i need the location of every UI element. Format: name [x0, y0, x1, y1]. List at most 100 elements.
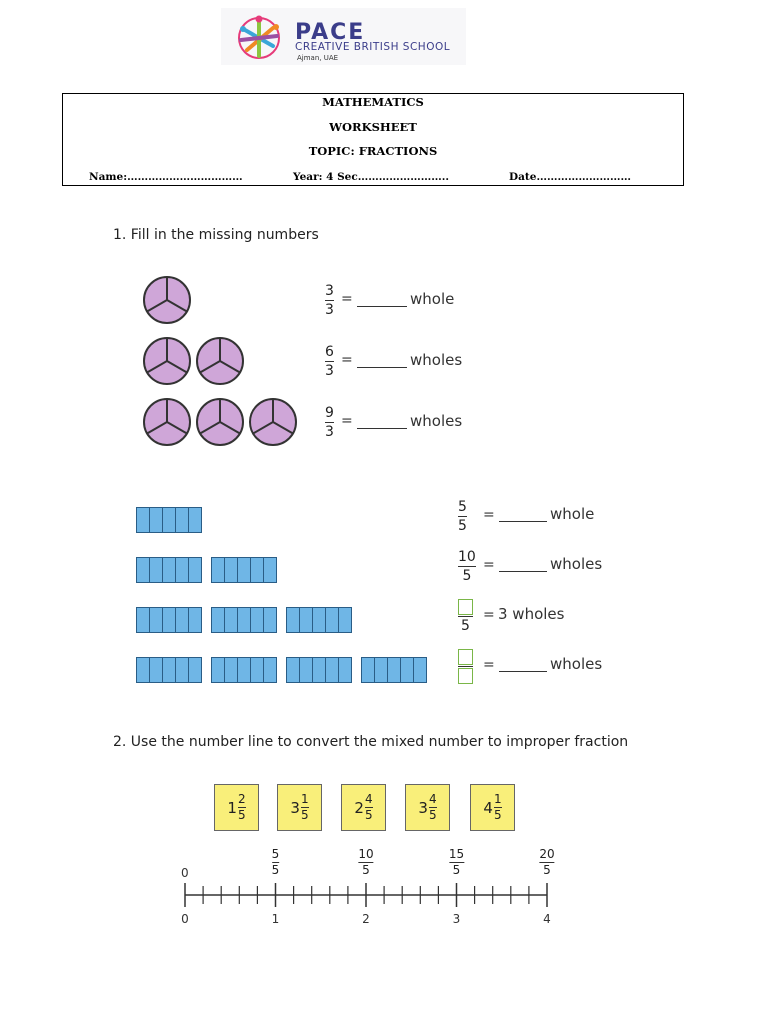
fifths-strip — [211, 557, 277, 583]
top-zero-label: 0 — [181, 866, 189, 880]
whole-part: 4 — [483, 798, 493, 817]
worksheet-header: MATHEMATICS WORKSHEET TOPIC: FRACTIONS N… — [62, 93, 684, 186]
bottom-tick-label: 1 — [271, 912, 280, 926]
numerator: 6 — [325, 344, 334, 360]
numerator: 20 — [539, 847, 555, 861]
number-line — [184, 883, 548, 907]
answer-blank[interactable] — [499, 671, 547, 672]
equals-sign: = — [483, 507, 495, 523]
whole-part: 3 — [418, 798, 428, 817]
question-2-prompt: 2. Use the number line to convert the mi… — [113, 734, 629, 750]
fraction-bar — [458, 616, 473, 617]
whole-part: 2 — [354, 798, 364, 817]
numerator: 5 — [271, 847, 280, 861]
denominator: 5 — [300, 808, 309, 822]
fifths-strip — [286, 607, 352, 633]
fifths-strip — [361, 657, 427, 683]
fifths-strip — [136, 607, 202, 633]
thirds-circle — [143, 398, 191, 446]
numerator: 15 — [448, 847, 465, 861]
denominator: 5 — [452, 863, 461, 877]
denominator: 5 — [493, 808, 502, 822]
fifths-strip — [286, 657, 352, 683]
unit-word: wholes — [410, 412, 463, 430]
numerator: 3 — [325, 283, 334, 299]
fraction-bar — [448, 862, 465, 863]
fraction-bar — [325, 361, 334, 362]
thirds-circle — [143, 276, 191, 324]
unit-word: whole — [410, 290, 455, 308]
fraction-bar — [458, 566, 476, 567]
numerator: 5 — [458, 499, 467, 515]
thirds-circle — [249, 398, 297, 446]
fraction-bar — [493, 807, 502, 808]
bottom-tick-label: 0 — [181, 912, 189, 926]
unit-word: wholes — [550, 655, 603, 673]
answer-box[interactable] — [458, 649, 473, 665]
answer-blank[interactable] — [357, 428, 407, 429]
denominator: 5 — [237, 808, 246, 822]
equals-sign: = — [483, 657, 495, 673]
name-field: Name:…………………………… — [89, 171, 243, 183]
fraction-bar — [358, 862, 374, 863]
whole-part: 3 — [290, 798, 300, 817]
subject-title: MATHEMATICS — [322, 95, 424, 109]
equals-sign: = — [341, 291, 353, 307]
denominator: 5 — [428, 808, 437, 822]
denominator: 5 — [364, 808, 373, 822]
fifths-strip — [211, 657, 277, 683]
fraction-bar — [458, 516, 467, 517]
unit-word: wholes — [550, 555, 603, 573]
unit-word: 3 wholes — [498, 605, 565, 623]
answer-blank[interactable] — [357, 306, 407, 307]
numerator: 2 — [237, 792, 246, 806]
answer-blank[interactable] — [499, 571, 547, 572]
answer-box[interactable] — [458, 599, 473, 615]
fraction — [458, 649, 473, 684]
unit-word: whole — [550, 505, 595, 523]
numerator: 4 — [428, 792, 437, 806]
logo-location: Ajman, UAE — [297, 54, 339, 62]
school-logo: PACE CREATIVE BRITISH SCHOOL Ajman, UAE — [221, 8, 466, 65]
unit-word: wholes — [410, 351, 463, 369]
denominator: 5 — [271, 863, 280, 877]
numerator: 1 — [493, 792, 502, 806]
fraction-bar — [300, 807, 309, 808]
fraction: 5 — [458, 599, 473, 634]
fifths-strip — [136, 507, 202, 533]
fraction-bar — [325, 422, 334, 423]
denominator: 5 — [362, 863, 370, 877]
denominator: 3 — [325, 363, 334, 379]
numerator: 10 — [358, 847, 374, 861]
answer-blank[interactable] — [357, 367, 407, 368]
numerator: 1 — [300, 792, 309, 806]
circle-diagrams — [143, 276, 297, 446]
question-1-prompt: 1. Fill in the missing numbers — [113, 227, 319, 243]
fraction-bar — [539, 862, 555, 863]
answer-blank[interactable] — [499, 521, 547, 522]
logo-subtitle: CREATIVE BRITISH SCHOOL — [295, 41, 451, 53]
denominator: 5 — [462, 568, 472, 584]
worksheet-title: WORKSHEET — [329, 120, 417, 134]
bottom-tick-label: 4 — [543, 912, 551, 926]
numerator: 9 — [325, 405, 334, 421]
answer-box[interactable] — [458, 668, 473, 684]
topic-title: TOPIC: FRACTIONS — [308, 144, 438, 158]
denominator: 3 — [325, 302, 334, 318]
fraction-bar — [237, 807, 246, 808]
